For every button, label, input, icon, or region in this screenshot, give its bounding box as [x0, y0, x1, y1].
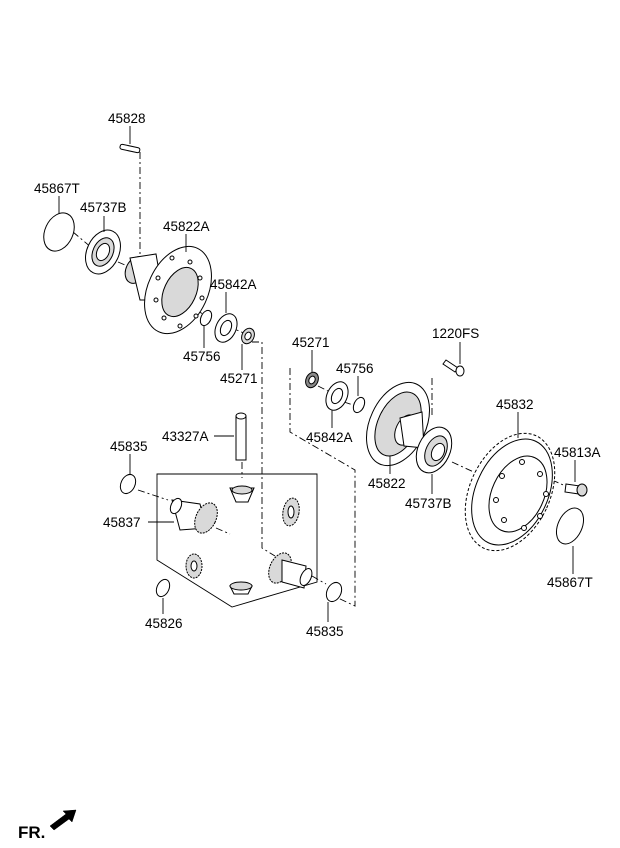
side-gear-right: [268, 552, 313, 589]
differential-case-45822: [366, 381, 430, 467]
label-45835-bottom: 45835: [306, 624, 344, 639]
pinion-gear-lower-left: [185, 553, 203, 579]
washer-45826: [155, 578, 171, 598]
label-43327a: 43327A: [162, 429, 209, 444]
shim-45867t-top: [43, 212, 75, 252]
leader-lines: [58, 126, 576, 622]
front-arrow-icon: [49, 809, 77, 831]
label-45826: 45826: [145, 616, 183, 631]
differential-case-45822a: [124, 245, 212, 335]
label-45756-left: 45756: [183, 349, 221, 364]
pin-45828: [119, 143, 141, 154]
snap-ring-45835-bottom: [325, 581, 343, 603]
bearing-45737b-top: [85, 229, 121, 275]
shim-45867t-right: [555, 507, 585, 545]
fr-label: FR.: [18, 823, 45, 842]
label-45271-mid: 45271: [292, 335, 330, 350]
ring-gear-45832: [464, 432, 556, 552]
bushing-45271-mid: [305, 371, 319, 389]
label-45837: 45837: [103, 515, 141, 530]
label-45832: 45832: [496, 397, 534, 412]
label-45271-left: 45271: [220, 371, 258, 386]
label-45822a: 45822A: [163, 219, 210, 234]
part-labels: 45828 45867T 45737B 45822A 45842A 45756 …: [34, 111, 601, 639]
label-45867t-top: 45867T: [34, 181, 80, 196]
snap-ring-45835-top: [119, 473, 137, 495]
label-1220fs: 1220FS: [432, 326, 479, 341]
label-45835-top: 45835: [110, 439, 148, 454]
label-45867t-right: 45867T: [547, 575, 593, 590]
snap-ring-45756-left: [199, 309, 213, 327]
pinion-set-frame: [156, 473, 318, 608]
pinion-gear-top: [229, 485, 255, 503]
side-gear-45837: [169, 497, 218, 534]
label-45756-mid: 45756: [336, 361, 374, 376]
bushing-45271-left: [241, 327, 255, 345]
thrust-washer-45842a-left: [214, 313, 238, 343]
label-45822: 45822: [368, 476, 406, 491]
bearing-45737b-mid: [415, 426, 453, 474]
bolt-1220fs: [442, 359, 465, 377]
thrust-washer-45842a-mid: [325, 381, 349, 411]
label-45737b-mid: 45737B: [405, 496, 452, 511]
snap-ring-45756-mid: [352, 396, 366, 414]
pinion-gear-right: [282, 497, 300, 527]
pinion-shaft-43327a: [235, 412, 247, 461]
label-45828: 45828: [108, 111, 146, 126]
front-direction-indicator: FR.: [18, 809, 77, 842]
label-45737b-top: 45737B: [80, 200, 127, 215]
label-45813a: 45813A: [554, 445, 601, 460]
label-45842a-mid: 45842A: [306, 430, 353, 445]
bolt-45813a: [564, 483, 588, 497]
pinion-gear-bottom: [229, 581, 253, 595]
label-45842a-left: 45842A: [210, 277, 257, 292]
